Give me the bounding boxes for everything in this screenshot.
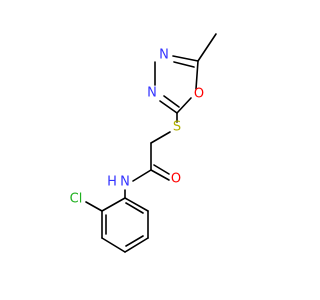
bond-s-ch2 [150, 131, 171, 144]
atom-n1: N [159, 48, 169, 63]
atom-cl: Cl [70, 192, 83, 207]
ring-bond-3 [101, 237, 126, 253]
ring-bond-4 [124, 237, 149, 253]
structure-diagram: N N O S O N H Cl [70, 33, 217, 253]
atom-o-ring: O [194, 87, 204, 102]
atom-nh: N [120, 175, 130, 190]
ring-bond-1 [101, 197, 126, 212]
molecule-canvas: N N O S O N H Cl [70, 33, 217, 253]
ring-inner-2 [125, 235, 144, 247]
atom-n2: N [147, 86, 157, 101]
bond-co-n [132, 169, 152, 182]
atom-o-carbonyl: O [171, 172, 181, 187]
atom-s: S [173, 120, 181, 135]
bond-n-c2 [159, 100, 178, 114]
bond-c5-n [172, 55, 199, 62]
bond-c-o-2 [153, 164, 170, 175]
bond-c2-o [176, 97, 192, 114]
bond-c-cl [85, 201, 103, 212]
atom-h: H [107, 175, 117, 190]
ring-inner-3 [125, 202, 144, 214]
bond-c-o-1 [150, 169, 170, 181]
bond-methyl [197, 33, 217, 62]
bond-c5-n-double [173, 61, 195, 68]
ring-bond-6 [124, 197, 149, 212]
bond-n-c2-double [163, 95, 180, 108]
bond-c5-o [195, 60, 199, 90]
